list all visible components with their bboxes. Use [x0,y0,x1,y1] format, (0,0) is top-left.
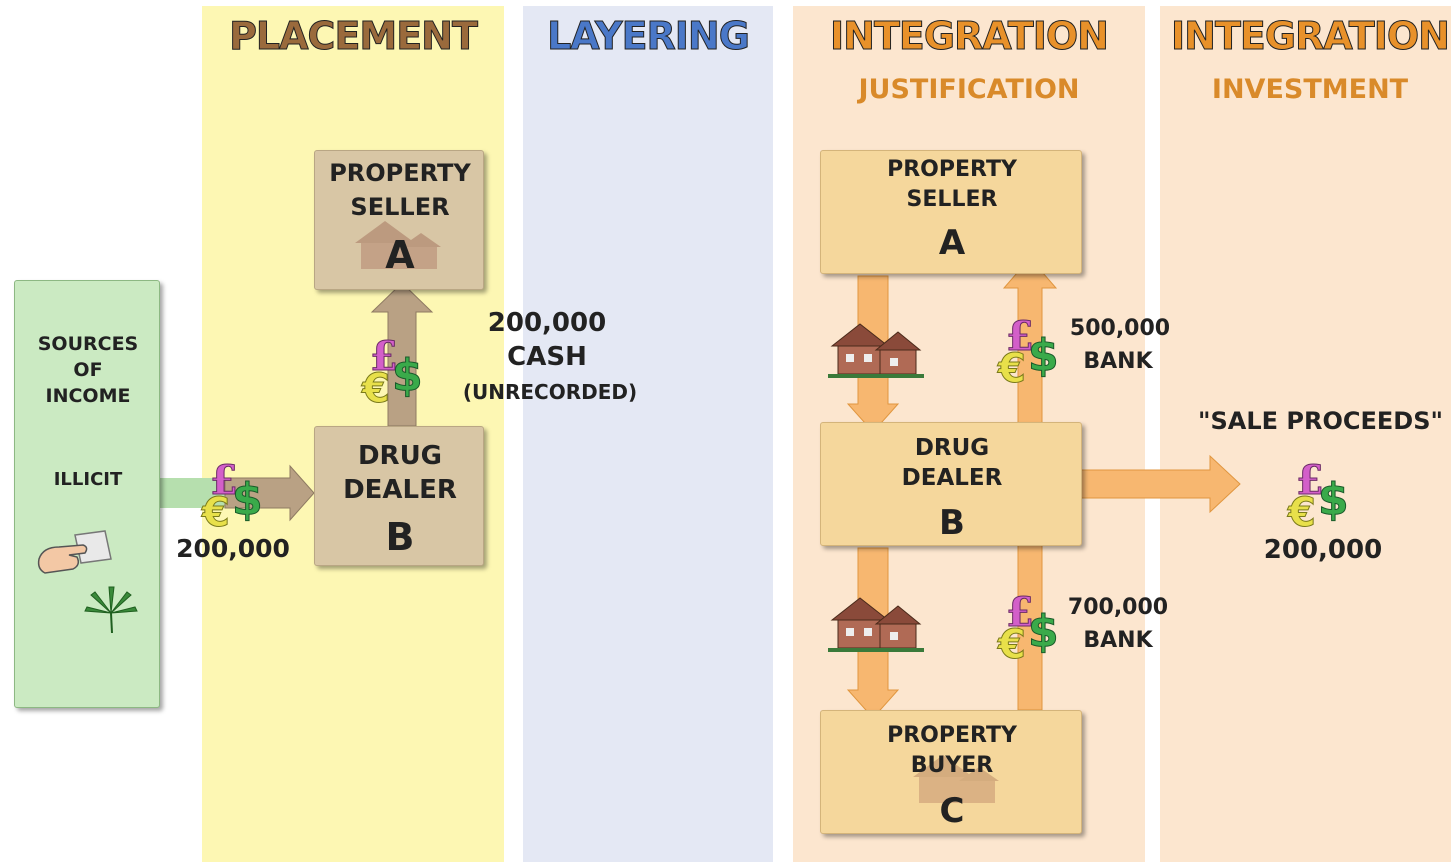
bank1-amount: 500,000 [1069,316,1171,341]
svg-text:€: € [1287,490,1316,532]
layering-column [523,6,773,862]
seller-label-line-1: PROPERTY [329,159,471,187]
dealer-label-line-1: DRUG [914,435,990,461]
sale-proceeds-amount: 200,000 [1263,535,1383,565]
dealer-label-line-2: DEALER [343,475,457,505]
cash-payment-arrow [370,282,434,427]
bank2-label: BANK [1083,628,1153,653]
svg-text:£: £ [1296,457,1324,504]
house-icon [913,755,999,803]
buyer-letter: C [939,791,965,831]
svg-text:£: £ [1006,313,1034,360]
sources-title-line-1: SOURCES [37,333,139,355]
money-icon: £ $ € [201,457,264,533]
bank1-label: BANK [1083,349,1153,374]
bank-payment-arrow [1002,257,1241,711]
sale-proceeds-label: "SALE PROCEEDS" [1198,407,1443,435]
integration-heading-2: INTEGRATION [1171,14,1451,59]
money-icon: £ $ € [361,333,424,409]
svg-text:$: $ [1028,606,1059,657]
property-buyer-box: PROPERTY BUYER C [820,710,1082,834]
sources-arrow-shaft [160,478,230,508]
dealer-label-line-1: DRUG [357,441,443,471]
money-icon: £ $ € [997,589,1060,665]
buyer-label-line-1: PROPERTY [887,723,1017,748]
money-icon: £ $ € [1287,457,1350,533]
dealer-letter: B [385,515,415,559]
svg-text:€: € [201,490,230,532]
house-icon [355,221,441,269]
justification-property-seller-box: PROPERTY SELLER A [820,150,1082,274]
placement-heading: PLACEMENT [229,14,479,59]
investment-column [1160,6,1451,862]
svg-text:€: € [361,366,390,408]
svg-text:£: £ [1006,589,1034,636]
cash-note: (UNRECORDED) [462,380,638,404]
placement-property-seller-box: PROPERTY SELLER A [314,150,484,290]
investment-subheading: INVESTMENT [1211,74,1409,105]
seller-label-line-2: SELLER [350,193,450,221]
leaf-icon [84,586,138,634]
svg-text:€: € [997,346,1026,388]
income-arrow [224,464,315,522]
seller-label-line-2: SELLER [906,187,998,212]
sources-title-line-2: OF [73,359,103,381]
seller-label-line-1: PROPERTY [887,157,1017,182]
illicit-label: ILLICIT [53,469,123,490]
seller-letter: A [385,233,415,277]
buyer-label-line-2: BUYER [910,753,994,778]
money-icon: £ $ € [997,313,1060,389]
justification-drug-dealer-box: DRUG DEALER B [820,422,1082,546]
cash-amount: 200,000 [487,308,607,338]
svg-text:$: $ [1318,474,1349,525]
integration-heading: INTEGRATION [830,14,1110,59]
svg-text:£: £ [210,457,238,504]
placement-drug-dealer-box: DRUG DEALER B [314,426,484,566]
bank2-amount: 700,000 [1067,595,1169,620]
hand-card-icon [37,530,112,574]
svg-text:£: £ [370,333,398,380]
house-icon [828,597,924,652]
sources-title-line-3: INCOME [45,385,131,407]
svg-text:€: € [997,622,1026,664]
cash-label: CASH [507,342,587,372]
dealer-label-line-2: DEALER [901,465,1003,491]
house-icon [828,323,924,378]
svg-text:$: $ [1028,330,1059,381]
svg-text:$: $ [232,474,263,525]
svg-text:$: $ [392,350,423,401]
justification-subheading: JUSTIFICATION [858,74,1080,105]
seller-letter: A [938,223,966,263]
placement-flow-amount: 200,000 [176,534,290,563]
layering-heading: LAYERING [547,14,751,59]
dealer-letter: B [939,503,965,543]
sources-of-income-box: SOURCES OF INCOME ILLICIT [14,280,160,708]
